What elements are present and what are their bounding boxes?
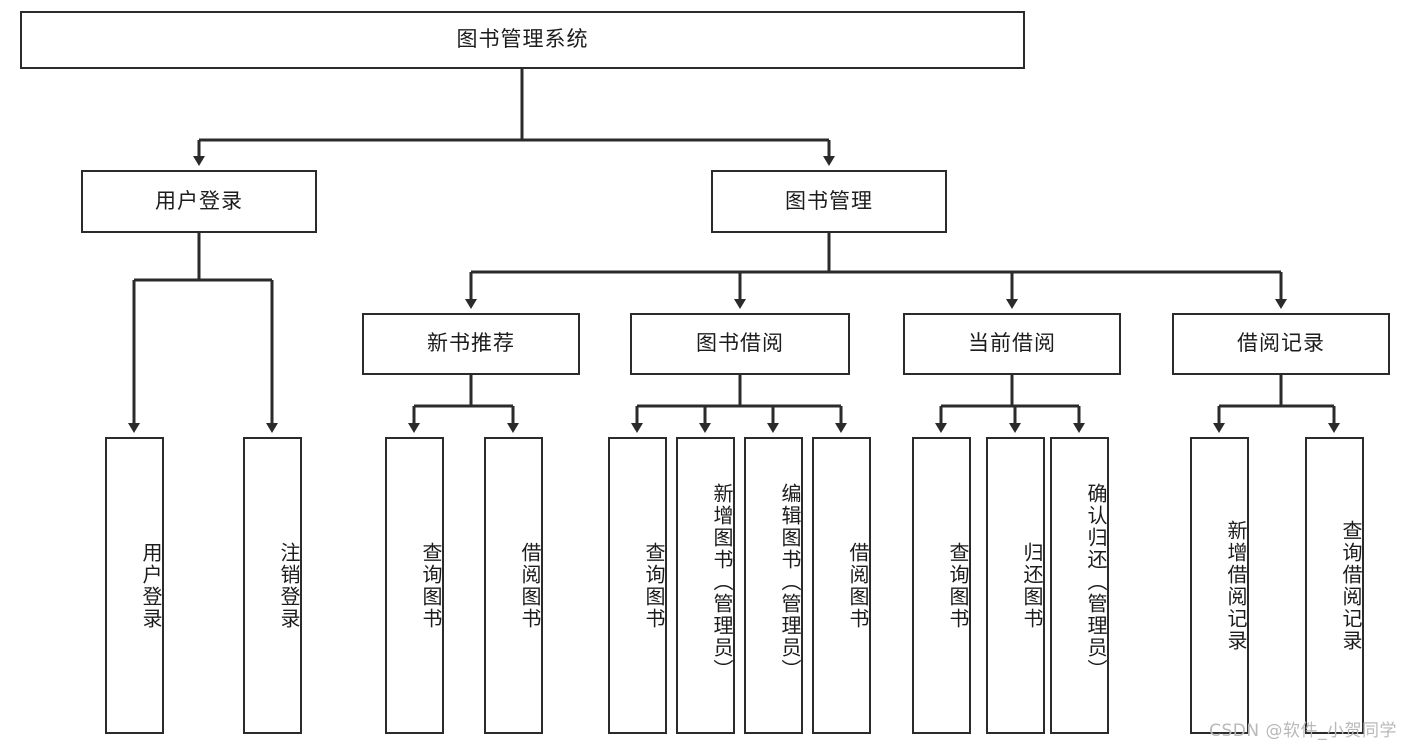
node-borrow-record[interactable]: 借阅记录 bbox=[1172, 313, 1390, 375]
node-new-book-recommend-label: 新书推荐 bbox=[427, 331, 515, 356]
watermark: CSDN @软件_小贺同学 bbox=[1209, 721, 1397, 741]
node-leaf-query-book-3[interactable]: 查询图书 bbox=[912, 437, 971, 734]
node-root[interactable]: 图书管理系统 bbox=[20, 11, 1025, 69]
node-root-label: 图书管理系统 bbox=[456, 27, 589, 52]
node-book-manage[interactable]: 图书管理 bbox=[711, 170, 947, 233]
node-leaf-query-book-1-label: 查询图书 bbox=[419, 541, 443, 630]
node-leaf-edit-book[interactable]: 编辑图书（管理员） bbox=[744, 437, 803, 734]
node-leaf-query-record[interactable]: 查询借阅记录 bbox=[1305, 437, 1364, 734]
node-leaf-add-record-label: 新增借阅记录 bbox=[1224, 519, 1248, 652]
node-leaf-confirm-return-label: 确认归还（管理员） bbox=[1084, 482, 1108, 681]
node-leaf-edit-book-label: 编辑图书（管理员） bbox=[778, 482, 802, 681]
node-leaf-query-record-label: 查询借阅记录 bbox=[1339, 519, 1363, 652]
node-leaf-user-logout[interactable]: 注销登录 bbox=[243, 437, 302, 734]
node-book-borrow[interactable]: 图书借阅 bbox=[630, 313, 850, 375]
node-user-login-label: 用户登录 bbox=[155, 188, 243, 213]
node-leaf-query-book-2-label: 查询图书 bbox=[642, 541, 666, 630]
node-leaf-user-login[interactable]: 用户登录 bbox=[105, 437, 164, 734]
node-book-manage-label: 图书管理 bbox=[785, 188, 873, 213]
node-leaf-add-book[interactable]: 新增图书（管理员） bbox=[676, 437, 735, 734]
node-leaf-query-book-3-label: 查询图书 bbox=[946, 541, 970, 630]
node-leaf-query-book-1[interactable]: 查询图书 bbox=[385, 437, 444, 734]
node-leaf-confirm-return[interactable]: 确认归还（管理员） bbox=[1050, 437, 1109, 734]
node-leaf-user-login-label: 用户登录 bbox=[139, 541, 163, 630]
node-leaf-borrow-book-1-label: 借阅图书 bbox=[518, 541, 542, 630]
node-leaf-borrow-book-2-label: 借阅图书 bbox=[846, 541, 870, 630]
node-leaf-return-book[interactable]: 归还图书 bbox=[986, 437, 1045, 734]
node-current-borrow[interactable]: 当前借阅 bbox=[903, 313, 1121, 375]
node-current-borrow-label: 当前借阅 bbox=[968, 331, 1056, 356]
node-leaf-borrow-book-1[interactable]: 借阅图书 bbox=[484, 437, 543, 734]
node-book-borrow-label: 图书借阅 bbox=[696, 331, 784, 356]
node-leaf-add-record[interactable]: 新增借阅记录 bbox=[1190, 437, 1249, 734]
node-new-book-recommend[interactable]: 新书推荐 bbox=[362, 313, 580, 375]
node-leaf-add-book-label: 新增图书（管理员） bbox=[710, 482, 734, 681]
node-leaf-borrow-book-2[interactable]: 借阅图书 bbox=[812, 437, 871, 734]
node-user-login[interactable]: 用户登录 bbox=[81, 170, 317, 233]
node-leaf-query-book-2[interactable]: 查询图书 bbox=[608, 437, 667, 734]
node-leaf-return-book-label: 归还图书 bbox=[1020, 541, 1044, 630]
node-borrow-record-label: 借阅记录 bbox=[1237, 331, 1325, 356]
node-leaf-user-logout-label: 注销登录 bbox=[277, 541, 301, 630]
